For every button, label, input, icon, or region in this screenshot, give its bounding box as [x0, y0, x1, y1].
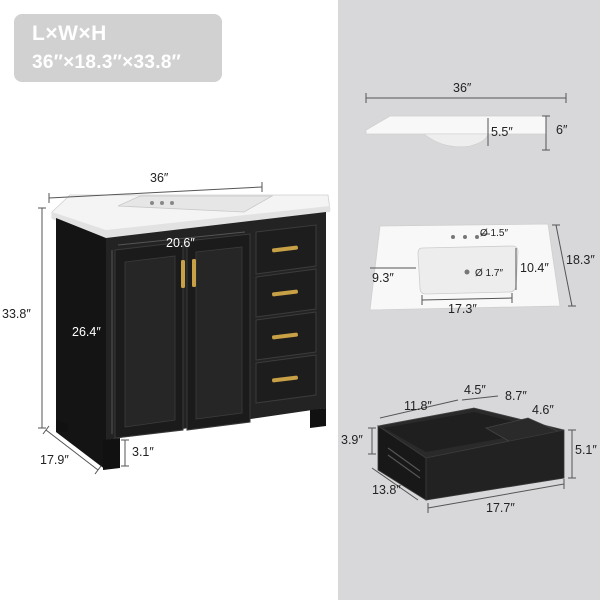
vanity-height-label: 33.8″	[2, 307, 31, 321]
compartment-depth-label: 4.6″	[532, 403, 554, 417]
inner-height-label: 3.9″	[341, 433, 363, 447]
dimensions-badge: L×W×H 36″×18.3″×33.8″	[14, 14, 222, 82]
top-height-label: 6″	[556, 123, 568, 137]
door-handle-left	[181, 260, 185, 288]
vanity-depth-label: 17.9″	[40, 453, 69, 467]
drawer-length-label: 17.7″	[486, 501, 515, 515]
sink-side-view: 36″ 5.5″ 6″	[365, 81, 568, 151]
faucet-hole-label: Ø 1.5″	[480, 228, 508, 239]
vanity-dimensions: 36″ 33.8″ 17.9″ 20.6″ 26.4″ 3.1″	[2, 171, 263, 475]
door-height-label: 26.4″	[72, 325, 101, 339]
basin-plan-depth-label: 10.4″	[520, 261, 549, 275]
basin-depth-label: 5.5″	[491, 125, 513, 139]
dimensions-value: 36″×18.3″×33.8″	[32, 52, 182, 73]
door-handle-right	[192, 259, 196, 287]
setback-label: 9.3″	[372, 271, 394, 285]
door-width-label: 20.6″	[166, 236, 195, 250]
drain-hole-label: Ø 1.7″	[475, 268, 503, 279]
dimensions-label: L×W×H	[32, 22, 107, 45]
outer-height-label: 5.1″	[575, 443, 597, 457]
vanity-cabinet	[51, 194, 331, 470]
basin-width-label: 17.3″	[448, 302, 477, 316]
drawer-illustration: 11.8″ 4.5″ 8.7″ 4.6″ 3.9″ 5.1″ 13.8″ 17.…	[341, 383, 597, 515]
top-depth-label: 18.3″	[566, 253, 595, 267]
divider-gap-label: 4.5″	[464, 383, 486, 397]
compartment-width-label: 8.7″	[505, 389, 527, 403]
sink-plan-view: Ø 1.5″ Ø 1.7″ 17.3″ 10.4″ 9.3″ 18.3″	[369, 223, 595, 316]
vanity-width-label: 36″	[150, 171, 169, 185]
top-width-label: 36″	[453, 81, 472, 95]
drawer-width-label: 11.8″	[404, 399, 432, 413]
toe-kick-label: 3.1″	[132, 445, 154, 459]
drawer-depth-label: 13.8″	[372, 483, 401, 497]
